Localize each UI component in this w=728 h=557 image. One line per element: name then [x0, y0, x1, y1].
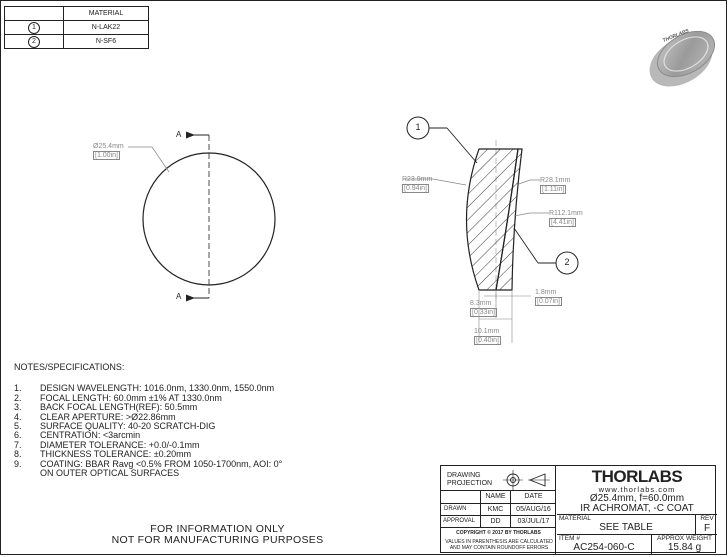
- note-continuation: ON OUTER OPTICAL SURFACES: [40, 468, 180, 479]
- weight-label: APPROX WEIGHT: [657, 535, 712, 542]
- drawn-name: KMC: [487, 506, 504, 513]
- thickness-t1-dimension: 8.3mm [0.33in]: [470, 299, 497, 317]
- arrowhead-icon: [186, 294, 195, 302]
- note-item: 1.DESIGN WAVELENGTH: 1016.0nm, 1330.0nm,…: [14, 383, 275, 394]
- description-line-2: IR ACHROMAT, -C COAT: [580, 503, 694, 514]
- section-view: [403, 116, 579, 343]
- info-line-2: NOT FOR MANUFACTURING PURPOSES: [111, 534, 324, 546]
- diameter-dimension: Ø25.4mm [1.00in]: [93, 142, 124, 160]
- material-index: 1: [28, 21, 40, 34]
- projection-symbol-icon: [503, 470, 550, 490]
- material-label: MATERIAL: [559, 515, 592, 522]
- front-view: [128, 131, 276, 302]
- thickness-t2-mm: 1.8mm: [535, 289, 557, 296]
- info-stamp: FOR INFORMATION ONLY NOT FOR MANUFACTURI…: [100, 524, 335, 546]
- radius-r3-dimension: R112.1mm [4.41in]: [549, 209, 583, 227]
- diameter-mm: Ø25.4mm: [93, 143, 124, 150]
- thickness-t2-dimension: 1.8mm [0.07in]: [535, 288, 562, 306]
- radius-r1-in: [0.94in]: [402, 184, 429, 193]
- note-item: 9.COATING: BBAR Ravg <0.5% FROM 1050-170…: [14, 458, 283, 469]
- weight-value: 15.84 g: [667, 542, 702, 553]
- thorlabs-logo: THORLABS: [591, 467, 683, 486]
- thickness-total-mm: 10.1mm: [474, 328, 500, 335]
- radius-leader-r3: [513, 212, 549, 217]
- note-item: 3.BACK FOCAL LENGTH(REF): 50.5mm: [14, 402, 198, 413]
- description-line-1: Ø25.4mm, f=60.0mm: [589, 493, 685, 504]
- note-item: 5.SURFACE QUALITY: 40-20 SCRATCH-DIG: [14, 421, 216, 432]
- section-label-bottom: A: [176, 292, 182, 301]
- radius-r3-mm: R112.1mm: [549, 210, 583, 217]
- section-label-top: A: [176, 130, 182, 139]
- title-block: DRAWING PROJECTION NAME DATE DRAWN KMC 0…: [440, 465, 717, 554]
- diameter-leader: [128, 146, 170, 173]
- title-block-left: [441, 466, 556, 554]
- callout-label-2: 2: [564, 257, 570, 267]
- projection-label: DRAWING PROJECTION: [447, 472, 493, 487]
- note-item: 7.DIAMETER TOLERANCE: +0.0/-0.1mm: [14, 439, 200, 450]
- lens-render-icon: [649, 30, 715, 87]
- material-row: 2 N-SF6: [4, 34, 149, 49]
- radius-r1-mm: R23.9mm: [402, 176, 433, 183]
- copyright: COPYRIGHT © 2017 BY THORLABS: [456, 530, 541, 536]
- col-name-header: NAME: [485, 493, 506, 500]
- arrowhead-icon: [186, 131, 195, 139]
- thickness-total-in: [0.40in]: [474, 336, 501, 345]
- material-row: 1 N-LAK22: [4, 20, 149, 35]
- note-item: 8.THICKNESS TOLERANCE: ±0.20mm: [14, 449, 192, 460]
- radius-leader-r1: [403, 178, 467, 186]
- thickness-t2-in: [0.07in]: [535, 297, 562, 306]
- website: www.thorlabs.com: [598, 485, 676, 494]
- radius-r2-dimension: R28.1mm [1.11in]: [540, 176, 570, 194]
- material-index: 2: [28, 35, 40, 48]
- approval-name: DD: [490, 518, 501, 525]
- radius-r1-dimension: R23.9mm [0.94in]: [402, 175, 432, 193]
- notes-specifications: NOTES/SPECIFICATIONS: 1.DESIGN WAVELENGT…: [14, 362, 283, 479]
- thickness-t1-in: [0.33in]: [470, 308, 497, 317]
- notes-title: NOTES/SPECIFICATIONS:: [14, 362, 125, 372]
- callout-leader-2: [513, 227, 539, 264]
- material-value: SEE TABLE: [599, 522, 653, 533]
- material-value: N-SF6: [63, 34, 149, 49]
- radius-leader-r2: [518, 179, 540, 185]
- thickness-t1-mm: 8.3mm: [470, 300, 492, 307]
- callout-label-1: 1: [415, 122, 421, 132]
- approval-date: 03/JUL/17: [517, 518, 550, 525]
- rev-value: F: [703, 523, 711, 534]
- item-value: AC254-060-C: [573, 542, 635, 553]
- disclaimer: VALUES IN PARENTHESIS ARE CALCULATED AND…: [445, 539, 553, 551]
- drawn-date: 05/AUG/16: [516, 506, 551, 513]
- info-line-1: FOR INFORMATION ONLY: [150, 523, 285, 535]
- callout-leader-1: [446, 127, 478, 164]
- rev-label: REV: [700, 515, 714, 522]
- radius-r2-mm: R28.1mm: [540, 177, 571, 184]
- radius-r2-in: [1.11in]: [540, 185, 567, 194]
- item-label: ITEM #: [559, 535, 580, 542]
- note-item: 2.FOCAL LENGTH: 60.0mm ±1% AT 1330.0nm: [14, 392, 222, 403]
- drawn-label: DRAWN: [444, 506, 467, 512]
- radius-r3-in: [4.41in]: [549, 218, 576, 227]
- approval-label: APPROVAL: [443, 518, 475, 524]
- note-item: 4.CLEAR APERTURE: >Ø22.86mm: [14, 411, 176, 422]
- thickness-total-dimension: 10.1mm [0.40in]: [474, 327, 501, 345]
- material-table: MATERIAL 1 N-LAK22 2 N-SF6: [4, 6, 149, 49]
- diameter-in: [1.00in]: [93, 151, 120, 160]
- note-item: 6.CENTRATION: <3arcmin: [14, 430, 141, 441]
- col-date-header: DATE: [524, 493, 543, 500]
